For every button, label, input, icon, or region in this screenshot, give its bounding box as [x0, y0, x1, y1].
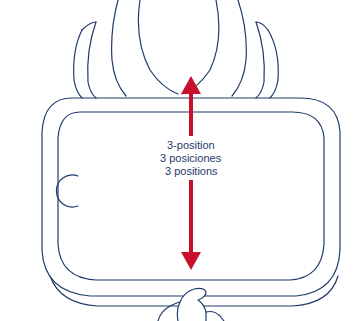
seat-back: [112, 0, 126, 96]
armrest: [88, 22, 96, 98]
armrest: [74, 30, 82, 98]
hand: [158, 302, 180, 321]
armrest: [82, 22, 96, 30]
armrest: [268, 30, 278, 98]
position-label: 3 positions: [163, 165, 220, 177]
seat-back: [232, 0, 246, 96]
tray-inner-rim: [58, 112, 324, 280]
hand: [177, 288, 206, 321]
position-label: 3-position: [165, 139, 217, 151]
armrest: [256, 22, 264, 98]
seat-back: [138, 0, 178, 94]
seat-back: [182, 0, 219, 94]
position-label: 3 posiciones: [158, 152, 223, 164]
hand: [206, 312, 224, 321]
armrest: [256, 22, 268, 30]
cup-holder: [56, 175, 78, 207]
